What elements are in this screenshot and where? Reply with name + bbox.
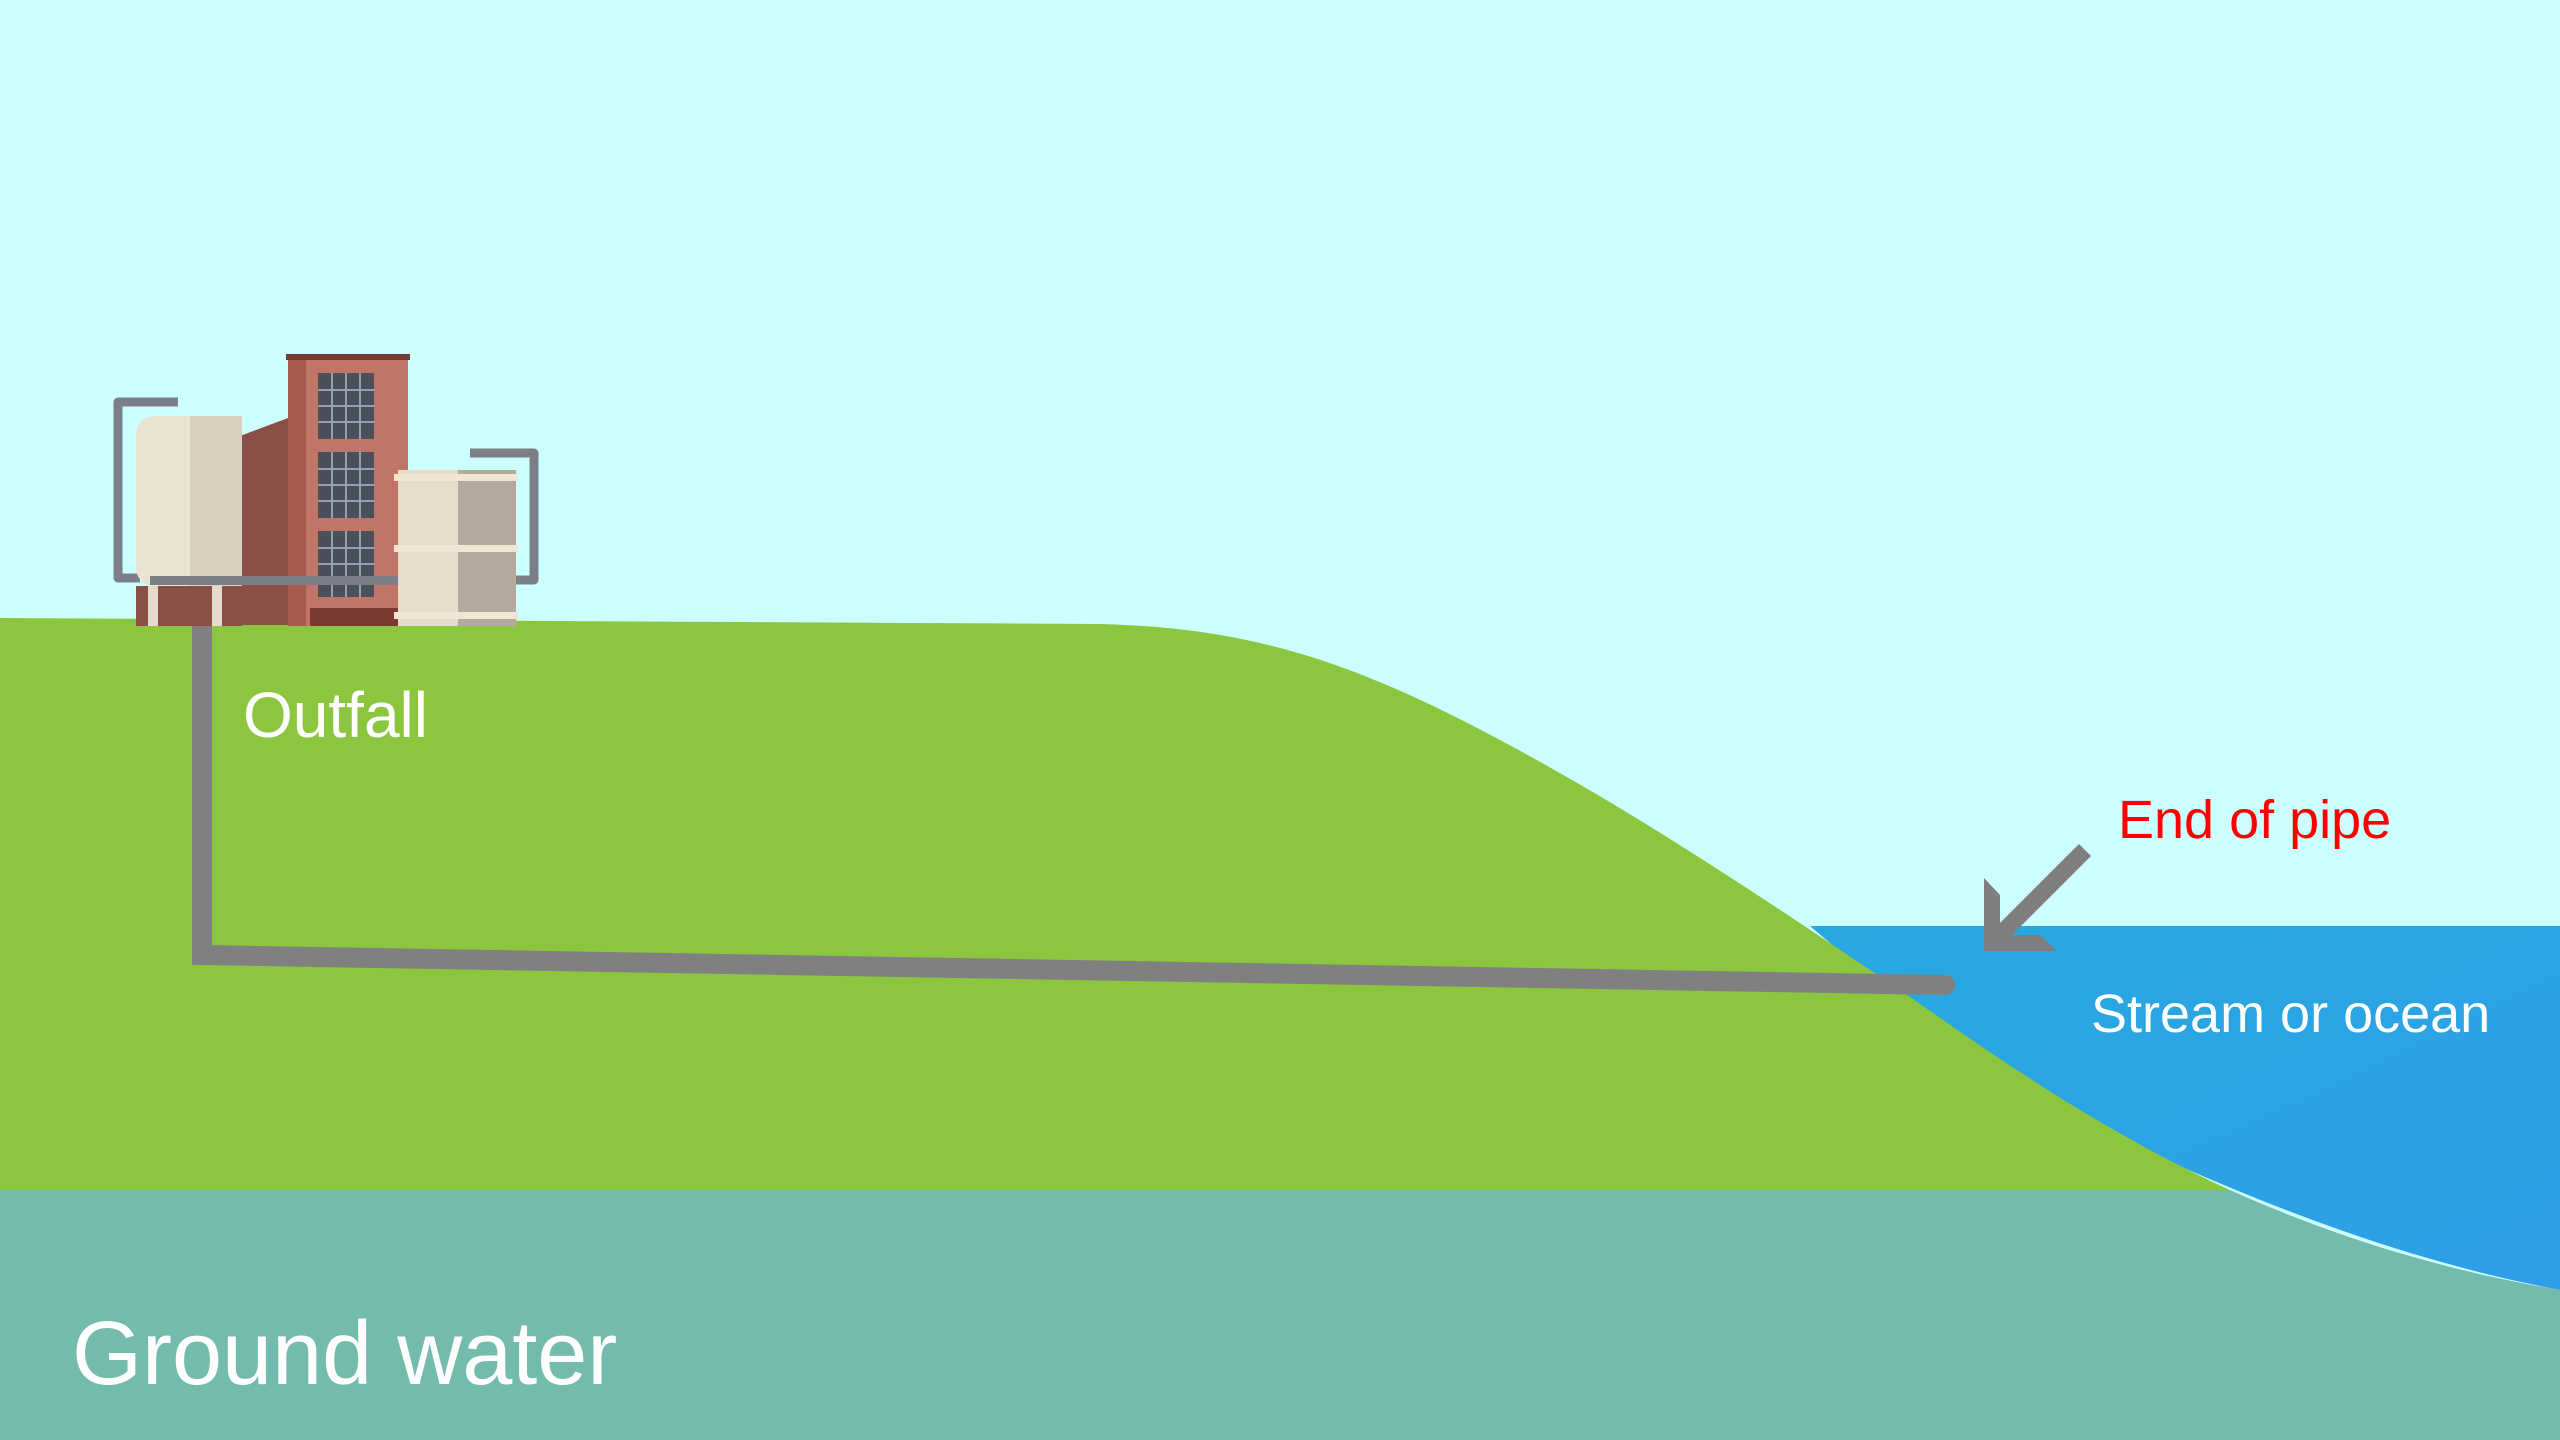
arrow-down-left-icon [1984,843,2092,951]
ground-water [0,1190,2560,1440]
end-of-pipe-label: End of pipe [2118,790,2391,850]
land [0,618,2230,1190]
stream-or-ocean-label: Stream or ocean [2091,984,2490,1044]
outfall-pipe [192,610,1955,995]
ground-water-label: Ground water [72,1304,617,1404]
stream-or-ocean-water [1810,926,2560,1290]
factory-icon [113,354,539,626]
outfall-label: Outfall [243,679,428,751]
